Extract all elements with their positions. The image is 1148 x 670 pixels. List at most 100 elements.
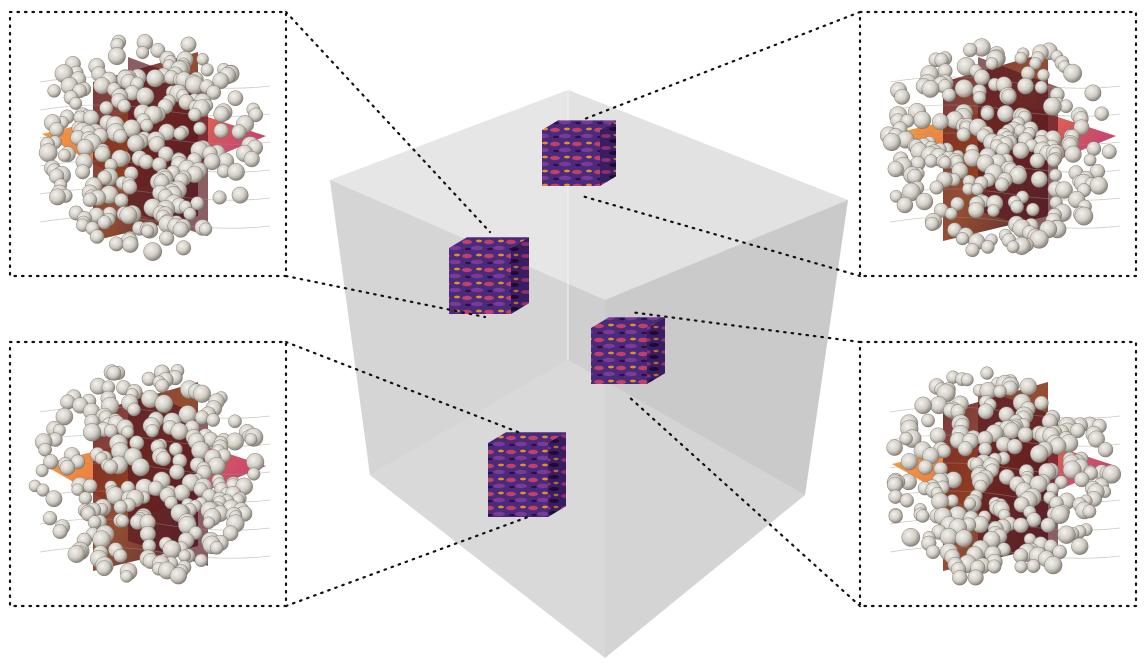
particle: [180, 36, 197, 53]
cube-side-face: [511, 237, 529, 314]
particle: [222, 525, 239, 542]
box-top-face: [330, 90, 848, 300]
particle: [87, 515, 102, 530]
particle: [952, 570, 968, 586]
cube-top-face: [488, 432, 566, 443]
particle: [1049, 168, 1062, 182]
particle: [136, 87, 155, 106]
particle: [929, 427, 947, 444]
cube-front-face: [449, 248, 511, 314]
particle: [955, 529, 973, 548]
particle: [75, 164, 91, 180]
particle: [147, 480, 164, 497]
particle: [122, 179, 138, 195]
particle: [931, 113, 949, 131]
particle: [82, 192, 98, 208]
particle: [913, 111, 932, 129]
subdomain-cube-center: [591, 317, 665, 384]
zoom-panel-bottom-right: [858, 340, 1138, 608]
particle: [1044, 555, 1063, 575]
particle: [1017, 77, 1034, 95]
particle: [106, 365, 122, 381]
particle: [899, 431, 913, 446]
particle: [882, 132, 901, 151]
particle: [159, 230, 175, 246]
particle: [1014, 560, 1028, 574]
particle: [1071, 537, 1089, 555]
particle: [938, 156, 952, 170]
particle: [1055, 181, 1073, 199]
subdomain-cube-left: [449, 237, 529, 314]
particle: [108, 47, 126, 65]
particle: [127, 402, 141, 417]
connector-lines: [284, 10, 862, 608]
particle: [248, 107, 263, 123]
particle: [55, 407, 74, 426]
particle: [42, 511, 58, 526]
particle: [956, 127, 971, 142]
particle: [894, 88, 910, 105]
particle: [971, 183, 984, 196]
particle: [1026, 512, 1042, 528]
particle: [977, 403, 994, 420]
particle: [49, 188, 66, 206]
particle: [965, 243, 980, 258]
particle: [1014, 51, 1028, 65]
particle: [963, 42, 978, 58]
particle: [1087, 430, 1105, 448]
particle: [206, 413, 220, 427]
particle: [1001, 88, 1017, 104]
particle: [192, 384, 211, 403]
connector-line: [284, 515, 530, 608]
particle: [155, 378, 170, 393]
particle: [942, 87, 957, 102]
particle: [71, 483, 84, 496]
particle: [901, 528, 921, 547]
particle: [1074, 206, 1094, 226]
cube-top-face: [542, 120, 616, 130]
particle: [1086, 141, 1102, 156]
particle: [1010, 199, 1024, 214]
particle: [1097, 442, 1114, 458]
particle: [921, 80, 940, 98]
particle: [178, 549, 191, 563]
particle: [886, 439, 903, 456]
particle: [1003, 422, 1020, 440]
particle: [120, 570, 133, 583]
particle: [925, 216, 940, 232]
particle: [950, 196, 965, 212]
particle: [67, 545, 86, 563]
particle: [1026, 559, 1041, 573]
particle: [172, 221, 189, 238]
particle: [113, 500, 128, 515]
particle: [97, 215, 112, 230]
zoom-panels: [8, 10, 1138, 608]
particle: [243, 151, 260, 168]
particle: [900, 453, 918, 471]
particle: [203, 153, 221, 171]
particle: [173, 126, 187, 141]
cube-side-face: [548, 432, 566, 517]
cube-top-face: [591, 317, 665, 328]
particle: [925, 544, 941, 560]
particle: [1006, 438, 1023, 455]
particle: [1012, 142, 1030, 160]
particle: [1026, 202, 1040, 217]
particle: [114, 193, 129, 208]
particle: [1082, 504, 1097, 519]
particle: [103, 459, 119, 475]
particle: [1064, 145, 1082, 163]
particle: [145, 424, 160, 438]
particle: [138, 154, 154, 170]
cube-top-face: [449, 237, 529, 248]
particle: [141, 224, 155, 238]
particle: [1057, 525, 1076, 544]
particle: [45, 490, 63, 508]
particle: [94, 145, 111, 163]
particle: [194, 553, 208, 567]
particle: [187, 107, 202, 122]
particle: [954, 79, 974, 98]
particle: [1013, 517, 1029, 534]
particle: [212, 190, 227, 205]
